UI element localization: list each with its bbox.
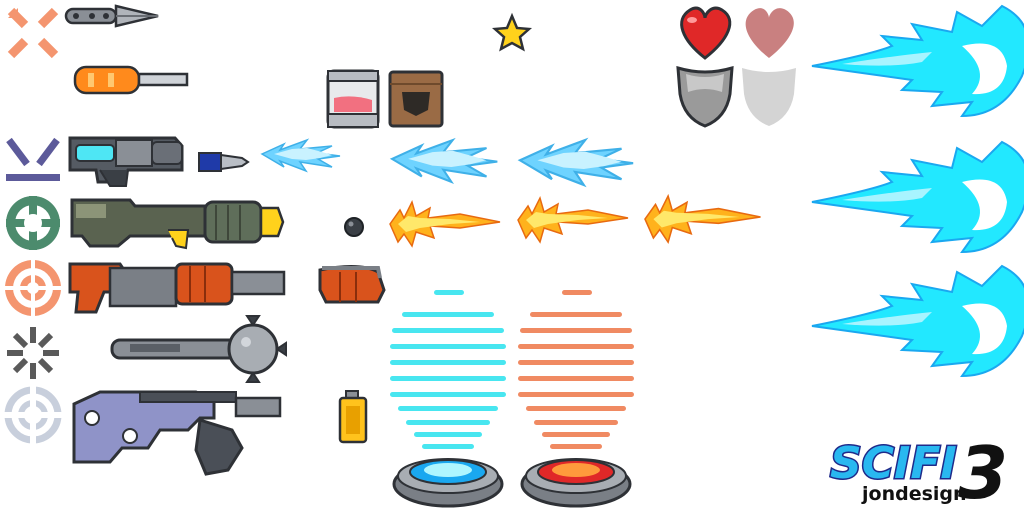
cannonball-icon	[344, 217, 364, 237]
crosshair-green-circle-icon	[6, 196, 60, 250]
blue-bullet-icon	[198, 152, 250, 172]
crosshair-orange-rings-icon	[3, 258, 63, 318]
crosshair-orange-corners-icon	[7, 7, 59, 59]
crosshair-light-rings-icon	[3, 385, 63, 445]
crosshair-gray-spokes-icon	[7, 327, 59, 379]
crosshair-navy-burst-icon	[6, 137, 60, 181]
cardboard-box-icon	[388, 70, 444, 128]
heart-full-icon	[680, 6, 732, 60]
star-icon	[491, 12, 533, 52]
teleporter-red-beam	[518, 290, 634, 449]
blue-blast-effect	[261, 138, 635, 187]
teleporter-blue-beam	[390, 290, 506, 449]
blaster-rifle-icon	[68, 136, 184, 187]
shield-full-icon	[676, 65, 734, 128]
rocket-launcher-icon	[70, 198, 285, 250]
logo-number: 3	[958, 431, 1008, 512]
shield-empty-icon	[742, 68, 796, 126]
battery-cell-icon	[338, 390, 368, 444]
teleporter-blue-pad	[392, 458, 504, 508]
sniper-rifle-icon	[72, 390, 282, 476]
scifi-logo: SCIFI 3 jondesign	[829, 431, 1009, 512]
heart-empty-icon	[745, 8, 794, 58]
screwdriver-icon	[73, 65, 189, 95]
kunai-knife-icon	[64, 4, 159, 28]
health-jar-icon	[326, 69, 380, 129]
logo-author: jondesign	[861, 483, 967, 505]
energy-swoosh-effect	[811, 5, 1024, 377]
logo-word: SCIFI	[830, 438, 957, 489]
spiked-mace-icon	[110, 315, 287, 383]
flamethrower-icon	[68, 262, 286, 314]
teleporter-red-pad	[520, 458, 632, 508]
grenade-canister-icon	[318, 265, 386, 304]
fire-blast-effect	[389, 195, 762, 247]
